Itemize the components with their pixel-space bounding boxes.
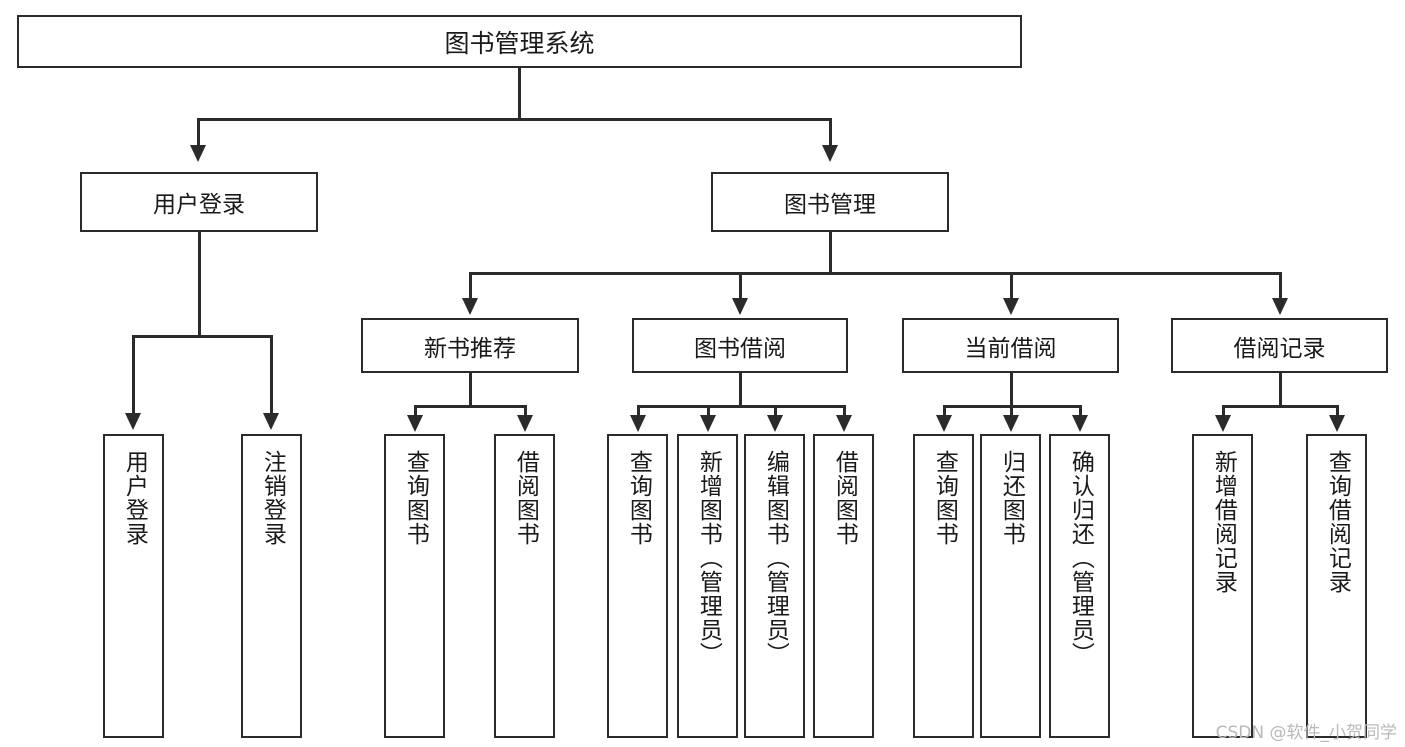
node-label: 借阅记录 xyxy=(1233,335,1326,362)
arrowhead-leaf-bb-4 xyxy=(836,415,852,432)
arrowhead-leaf-br-1 xyxy=(1215,415,1231,432)
connector-level2-bus xyxy=(197,118,831,121)
node-label: 用户登录 xyxy=(121,450,148,546)
node-label: 查询图书 xyxy=(625,450,652,546)
node-label: 注销登录 xyxy=(259,450,286,546)
node-label: 图书管理系统 xyxy=(444,28,595,58)
connector-drop-leaf-cb-2 xyxy=(1010,405,1013,417)
connector-drop-leaf-bb-4 xyxy=(843,405,846,417)
connector-drop-leaf-nbr-2 xyxy=(524,405,527,417)
connector-level3-bus xyxy=(469,272,1280,275)
leaf-br-add-record[interactable]: 新增借阅记录 xyxy=(1192,434,1253,738)
leaf-nbr-query-book[interactable]: 查询图书 xyxy=(384,434,445,738)
arrowhead-leaf-nbr-1 xyxy=(407,415,423,432)
node-label: 图书借阅 xyxy=(694,335,786,362)
leaf-bb-edit-book-admin[interactable]: 编辑图书（管理员） xyxy=(744,434,805,738)
connector-current-borrow-stem xyxy=(1010,373,1013,407)
connector-borrow-record-bus xyxy=(1222,405,1338,408)
connector-book-borrow-stem xyxy=(739,373,742,407)
node-label: 新增图书（管理员） xyxy=(695,450,722,666)
node-label: 当前借阅 xyxy=(964,335,1057,362)
connector-drop-current-borrow xyxy=(1010,272,1013,300)
arrowhead-leaf-cb-3 xyxy=(1072,415,1088,432)
leaf-user-login-logout[interactable]: 注销登录 xyxy=(241,434,302,738)
leaf-nbr-borrow-book[interactable]: 借阅图书 xyxy=(494,434,555,738)
connector-drop-leaf-nbr-1 xyxy=(414,405,417,417)
arrowhead-leaf-br-2 xyxy=(1329,415,1345,432)
arrowhead-leaf-bb-2 xyxy=(700,415,716,432)
arrowhead-leaf-user-login-2 xyxy=(263,413,279,430)
node-label: 新增借阅记录 xyxy=(1210,450,1237,594)
connector-user-login-stem xyxy=(198,232,201,335)
arrowhead-user-login xyxy=(190,145,206,162)
node-user-login[interactable]: 用户登录 xyxy=(80,172,318,232)
node-new-book-recommend[interactable]: 新书推荐 xyxy=(361,318,579,373)
connector-root-stem xyxy=(518,68,521,118)
node-label: 查询图书 xyxy=(931,450,958,546)
connector-user-login-bus xyxy=(132,335,272,338)
connector-book-borrow-bus xyxy=(637,405,845,408)
node-label: 新书推荐 xyxy=(424,335,516,362)
arrowhead-leaf-bb-1 xyxy=(630,415,646,432)
node-label: 图书管理 xyxy=(784,192,876,218)
node-label: 借阅图书 xyxy=(512,450,539,546)
arrowhead-book-borrow xyxy=(732,298,748,315)
leaf-bb-borrow-book[interactable]: 借阅图书 xyxy=(813,434,874,738)
watermark-text: CSDN @软件_小贺同学 xyxy=(1215,723,1397,743)
leaf-user-login-login[interactable]: 用户登录 xyxy=(103,434,164,738)
node-label: 借阅图书 xyxy=(831,450,858,546)
connector-new-book-recommend-stem xyxy=(469,373,472,407)
connector-drop-leaf-cb-3 xyxy=(1079,405,1082,417)
connector-drop-leaf-bb-3 xyxy=(774,405,777,417)
leaf-cb-return-book[interactable]: 归还图书 xyxy=(980,434,1041,738)
connector-drop-leaf-bb-2 xyxy=(707,405,710,417)
arrowhead-borrow-record xyxy=(1272,298,1288,315)
node-root-book-management-system[interactable]: 图书管理系统 xyxy=(17,15,1022,68)
node-borrow-record[interactable]: 借阅记录 xyxy=(1171,318,1388,373)
leaf-bb-query-book[interactable]: 查询图书 xyxy=(607,434,668,738)
connector-drop-leaf-user-login-2 xyxy=(270,335,273,415)
connector-drop-leaf-br-1 xyxy=(1222,405,1225,417)
node-label: 编辑图书（管理员） xyxy=(762,450,789,666)
connector-drop-leaf-bb-1 xyxy=(637,405,640,417)
leaf-cb-confirm-return-admin[interactable]: 确认归还（管理员） xyxy=(1049,434,1110,738)
connector-drop-leaf-cb-1 xyxy=(943,405,946,417)
connector-drop-book-management xyxy=(829,118,832,147)
leaf-bb-add-book-admin[interactable]: 新增图书（管理员） xyxy=(677,434,738,738)
connector-drop-book-borrow xyxy=(739,272,742,300)
arrowhead-current-borrow xyxy=(1003,298,1019,315)
connector-drop-leaf-user-login-1 xyxy=(132,335,135,415)
connector-borrow-record-stem xyxy=(1279,373,1282,407)
arrowhead-leaf-cb-1 xyxy=(936,415,952,432)
leaf-br-query-record[interactable]: 查询借阅记录 xyxy=(1306,434,1367,738)
node-book-borrow[interactable]: 图书借阅 xyxy=(632,318,848,373)
node-label: 归还图书 xyxy=(998,450,1025,546)
arrowhead-leaf-bb-3 xyxy=(767,415,783,432)
arrowhead-book-management xyxy=(822,145,838,162)
arrowhead-leaf-nbr-2 xyxy=(517,415,533,432)
connector-drop-leaf-br-2 xyxy=(1336,405,1339,417)
node-label: 查询图书 xyxy=(402,450,429,546)
node-current-borrow[interactable]: 当前借阅 xyxy=(902,318,1119,373)
node-label: 确认归还（管理员） xyxy=(1067,450,1094,666)
node-label: 用户登录 xyxy=(153,192,245,218)
connector-drop-borrow-record xyxy=(1279,272,1282,300)
node-label: 查询借阅记录 xyxy=(1324,450,1351,594)
connector-new-book-recommend-bus xyxy=(414,405,526,408)
node-book-management[interactable]: 图书管理 xyxy=(711,172,949,232)
leaf-cb-query-book[interactable]: 查询图书 xyxy=(913,434,974,738)
connector-drop-new-book-recommend xyxy=(469,272,472,300)
arrowhead-leaf-user-login-1 xyxy=(125,413,141,430)
connector-drop-user-login xyxy=(197,118,200,147)
connector-book-management-stem xyxy=(829,232,832,272)
arrowhead-new-book-recommend xyxy=(462,298,478,315)
arrowhead-leaf-cb-2 xyxy=(1003,415,1019,432)
